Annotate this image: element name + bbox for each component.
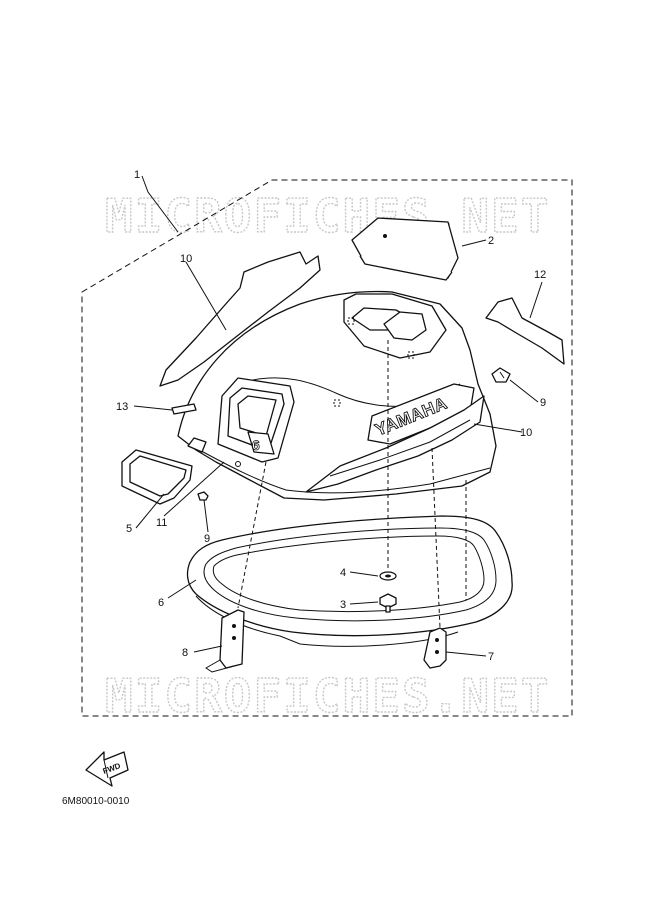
decal-strip-right — [485, 297, 565, 365]
top-lid — [351, 217, 459, 281]
callout-12: 12 — [534, 269, 546, 281]
bracket-right — [423, 627, 447, 669]
screw-left — [197, 461, 241, 501]
bracket-left — [205, 609, 245, 673]
callout-8: 8 — [182, 647, 188, 659]
top-cowling: YAMAHA 6 — [177, 290, 497, 501]
callout-2: 2 — [488, 235, 494, 247]
callout-10-top: 10 — [180, 253, 192, 265]
forward-arrow-icon: FWD — [85, 751, 129, 787]
washer — [379, 571, 397, 581]
assembly-boundary — [81, 179, 573, 717]
screw-right — [491, 367, 511, 383]
callout-7: 7 — [488, 651, 494, 663]
callout-5: 5 — [126, 523, 132, 535]
callout-9-left: 9 — [204, 533, 210, 545]
bolt — [379, 593, 397, 613]
callout-1: 1 — [134, 169, 140, 181]
callout-10-right: 10 — [520, 427, 532, 439]
callout-3: 3 — [340, 599, 346, 611]
rubber-seal — [186, 515, 513, 647]
diagram-code: 6M80010-0010 — [62, 796, 130, 807]
callout-9-right: 9 — [540, 397, 546, 409]
decal-strip-left — [159, 251, 321, 387]
callout-13: 13 — [116, 401, 128, 413]
engine-size-badge: 6 — [252, 437, 260, 453]
watermark-bottom: MICROFICHES.NET — [105, 669, 550, 723]
small-label — [171, 403, 197, 415]
callout-4: 4 — [340, 567, 346, 579]
callout-11: 11 — [156, 517, 167, 529]
watermark-top: MICROFICHES.NET — [105, 189, 550, 243]
handle-grip — [121, 449, 193, 505]
callout-6: 6 — [158, 597, 164, 609]
